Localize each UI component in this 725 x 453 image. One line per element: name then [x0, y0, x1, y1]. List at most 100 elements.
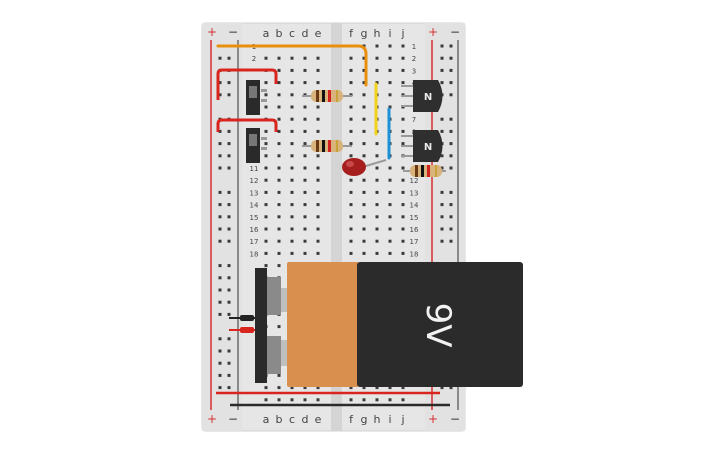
npn-transistor-top: N — [401, 80, 443, 112]
red-jumper-wire-1 — [216, 68, 278, 100]
breadboard-hole — [264, 227, 268, 231]
breadboard-hole — [218, 142, 222, 146]
breadboard-hole — [375, 68, 379, 72]
breadboard-hole — [449, 81, 453, 85]
breadboard-hole — [375, 215, 379, 219]
breadboard-hole — [290, 251, 294, 255]
breadboard-hole — [218, 276, 222, 280]
breadboard-hole — [375, 56, 379, 60]
breadboard-hole — [316, 227, 320, 231]
breadboard-hole — [277, 264, 281, 268]
breadboard-hole — [303, 166, 307, 170]
breadboard-hole — [303, 386, 307, 390]
column-label-bottom-d: d — [302, 413, 309, 426]
battery-voltage-label: 9V — [418, 303, 458, 348]
breadboard-hole — [449, 239, 453, 243]
orange-jumper-wire — [216, 44, 368, 87]
breadboard-hole — [449, 227, 453, 231]
slide-switch-2[interactable] — [246, 128, 267, 163]
column-label-h: h — [374, 27, 381, 40]
breadboard-hole — [290, 166, 294, 170]
breadboard-hole — [375, 142, 379, 146]
breadboard-hole — [277, 93, 281, 97]
breadboard-hole — [375, 203, 379, 207]
breadboard-hole — [316, 68, 320, 72]
row-number-right-3: 3 — [412, 67, 416, 75]
breadboard-hole — [375, 251, 379, 255]
breadboard-hole — [227, 373, 231, 377]
breadboard-hole — [316, 154, 320, 158]
breadboard-hole — [362, 68, 366, 72]
breadboard-hole — [303, 178, 307, 182]
breadboard-hole — [388, 68, 392, 72]
breadboard-hole — [290, 203, 294, 207]
breadboard-hole — [277, 142, 281, 146]
breadboard-hole — [303, 215, 307, 219]
breadboard-hole — [401, 227, 405, 231]
breadboard-hole — [375, 166, 379, 170]
breadboard-hole — [349, 398, 353, 402]
breadboard-hole — [401, 81, 405, 85]
breadboard-hole — [440, 68, 444, 72]
breadboard-hole — [218, 300, 222, 304]
row-number-left-16: 16 — [250, 226, 259, 234]
breadboard-hole — [401, 178, 405, 182]
breadboard-hole — [316, 203, 320, 207]
breadboard-hole — [316, 386, 320, 390]
column-label-bottom-h: h — [374, 413, 381, 426]
breadboard-hole — [449, 68, 453, 72]
row-number-right-12: 12 — [410, 177, 419, 185]
breadboard-hole — [388, 44, 392, 48]
breadboard-hole — [349, 154, 353, 158]
breadboard-hole — [440, 129, 444, 133]
breadboard-hole — [449, 93, 453, 97]
breadboard-hole — [264, 105, 268, 109]
breadboard-hole — [264, 215, 268, 219]
breadboard-hole — [388, 81, 392, 85]
breadboard-hole — [316, 398, 320, 402]
breadboard-hole — [303, 56, 307, 60]
breadboard-hole — [290, 215, 294, 219]
breadboard-hole — [362, 178, 366, 182]
breadboard-hole — [227, 129, 231, 133]
breadboard-hole — [303, 129, 307, 133]
breadboard-hole — [388, 398, 392, 402]
breadboard-hole — [316, 129, 320, 133]
breadboard-hole — [375, 386, 379, 390]
breadboard-hole — [277, 386, 281, 390]
breadboard-hole — [362, 154, 366, 158]
breadboard-hole — [277, 239, 281, 243]
row-number-left-14: 14 — [250, 202, 259, 210]
breadboard-hole — [218, 215, 222, 219]
breadboard-hole — [264, 386, 268, 390]
breadboard-hole — [401, 142, 405, 146]
breadboard-hole — [375, 44, 379, 48]
breadboard-hole — [218, 93, 222, 97]
breadboard-hole — [440, 386, 444, 390]
breadboard-hole — [303, 203, 307, 207]
breadboard-hole — [449, 154, 453, 158]
slide-switch-1[interactable] — [246, 80, 267, 115]
breadboard-hole — [440, 215, 444, 219]
breadboard-hole — [290, 190, 294, 194]
breadboard-hole — [264, 264, 268, 268]
breadboard-hole — [264, 129, 268, 133]
breadboard-hole — [388, 239, 392, 243]
breadboard-hole — [349, 190, 353, 194]
breadboard-hole — [388, 166, 392, 170]
breadboard-hole — [264, 178, 268, 182]
breadboard-hole — [362, 386, 366, 390]
breadboard-hole — [375, 81, 379, 85]
center-channel — [331, 23, 342, 431]
breadboard-hole — [449, 142, 453, 146]
column-label-bottom-j: j — [400, 413, 404, 426]
breadboard-hole — [227, 312, 231, 316]
breadboard-hole — [218, 203, 222, 207]
breadboard-hole — [227, 227, 231, 231]
column-label-b: b — [276, 27, 283, 40]
breadboard-hole — [264, 142, 268, 146]
breadboard-hole — [401, 68, 405, 72]
breadboard-hole — [218, 264, 222, 268]
breadboard-hole — [375, 239, 379, 243]
row-number-right-18: 18 — [410, 250, 419, 258]
